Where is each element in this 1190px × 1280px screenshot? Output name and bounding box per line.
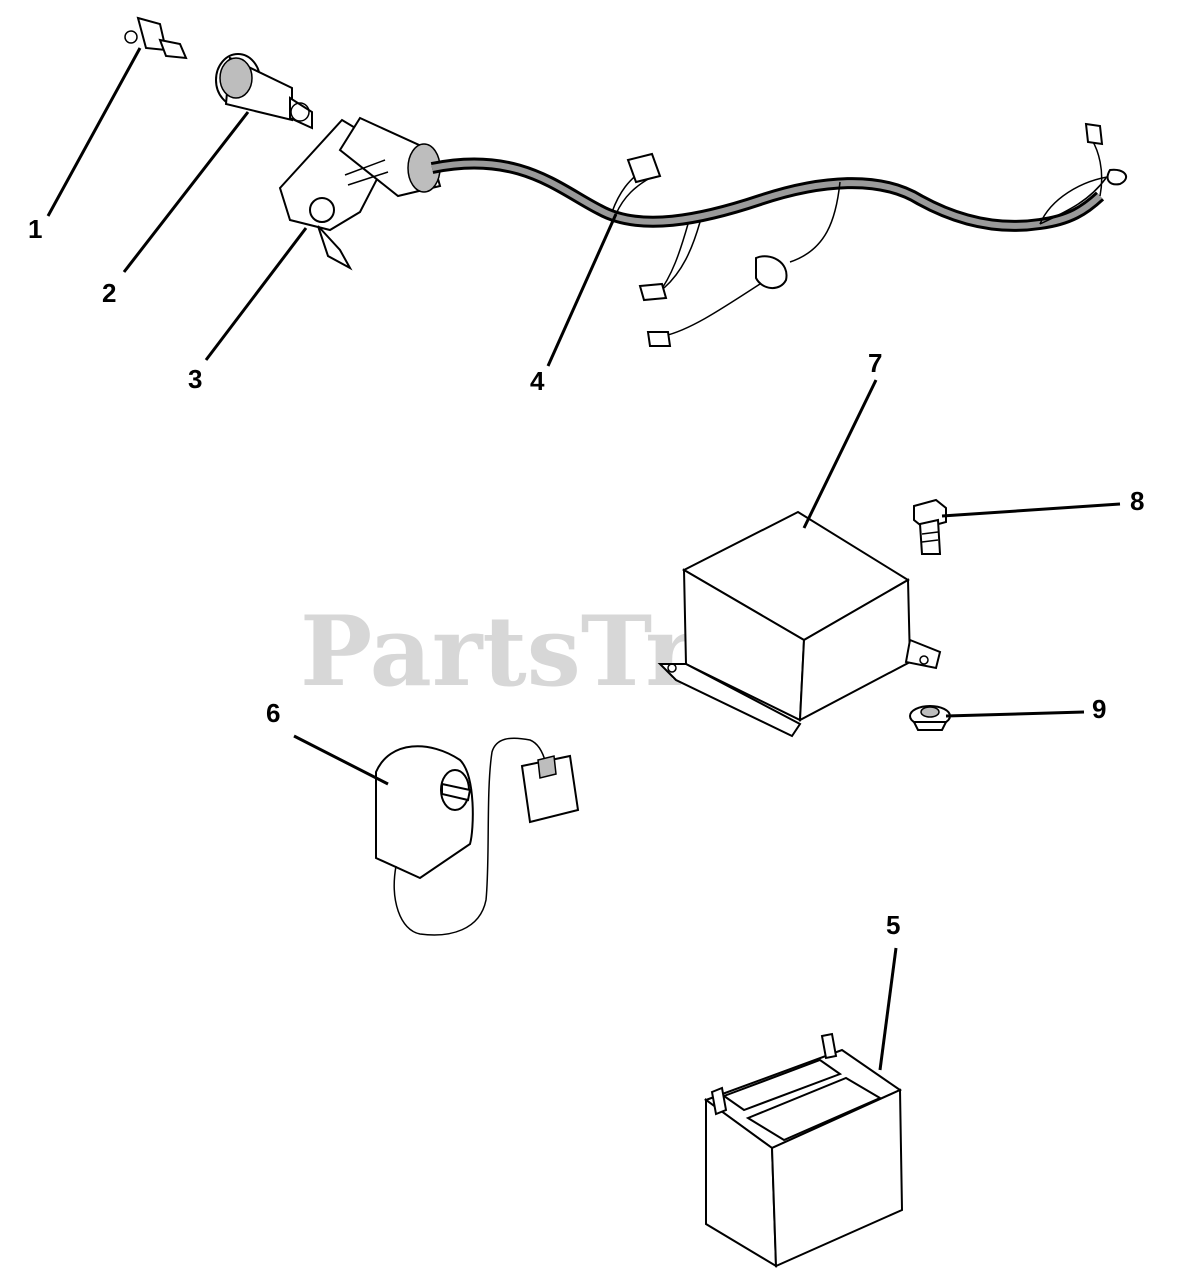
callout-7: 7: [868, 348, 882, 378]
callout-5: 5: [886, 910, 900, 940]
callout-2: 2: [102, 278, 116, 308]
callout-9: 9: [1092, 694, 1106, 724]
battery-cover-icon[interactable]: [657, 510, 942, 738]
callout-8: 8: [1130, 486, 1144, 516]
wire-harness-icon[interactable]: [430, 122, 1128, 347]
callout-4: 4: [530, 366, 545, 396]
callout-6: 6: [266, 698, 280, 728]
grommet-icon[interactable]: [909, 705, 951, 731]
switch-housing-icon[interactable]: [278, 116, 442, 271]
callout-3: 3: [188, 364, 202, 394]
ignition-switch-icon[interactable]: [215, 53, 313, 130]
callout-1: 1: [28, 214, 42, 244]
bolt-icon[interactable]: [913, 498, 947, 555]
key-icon[interactable]: [124, 16, 188, 60]
battery-icon[interactable]: [703, 1032, 904, 1268]
solenoid-icon[interactable]: [375, 737, 580, 936]
